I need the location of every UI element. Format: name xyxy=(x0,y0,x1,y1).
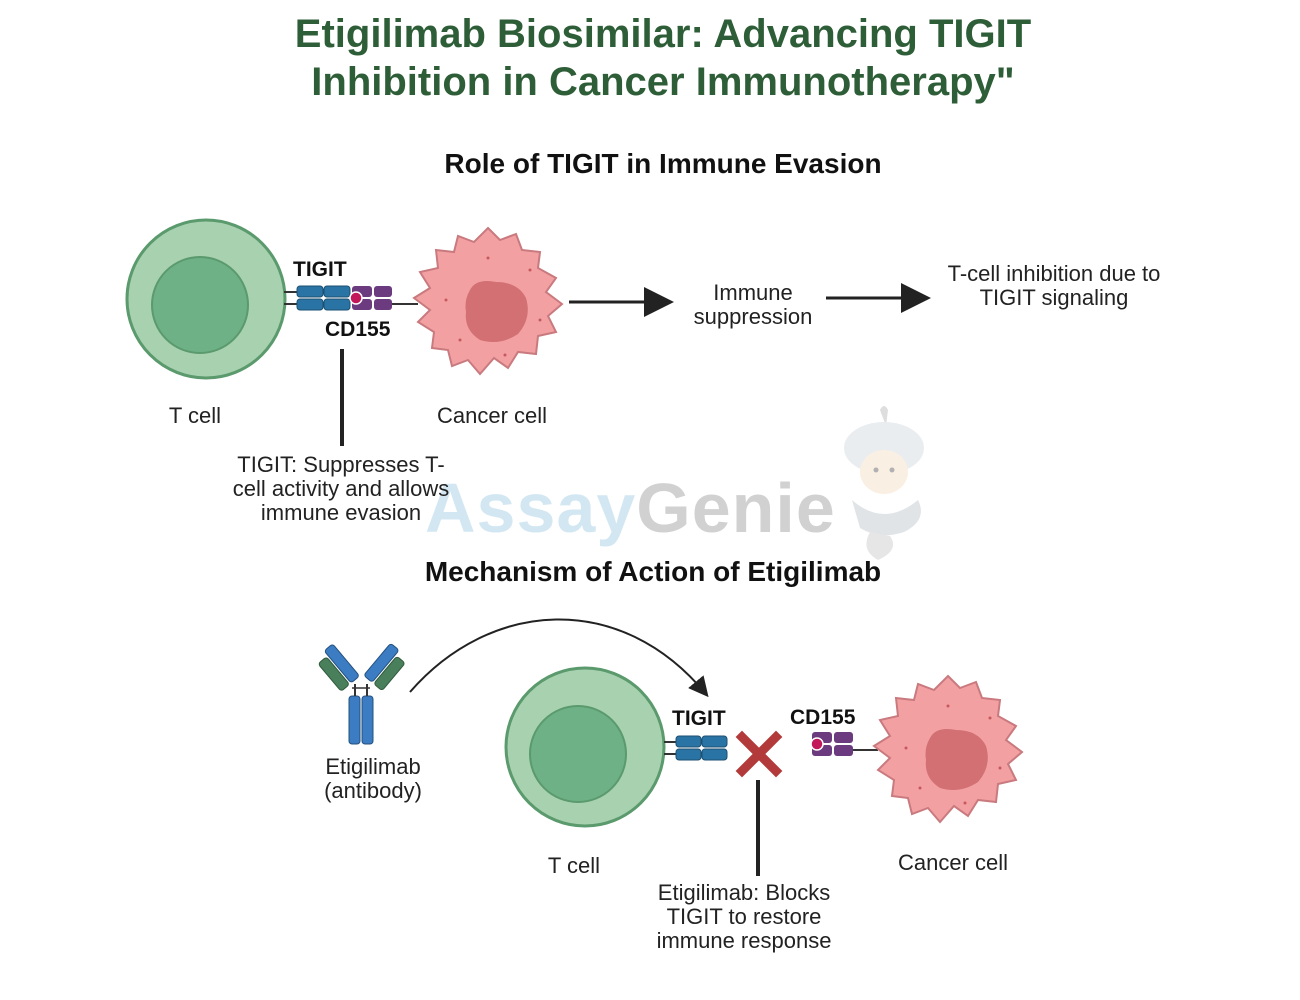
s2-cd155-label: CD155 xyxy=(790,706,856,729)
s1-callout-line-1: TIGIT: Suppresses T- xyxy=(237,452,445,477)
s2-tigit-label: TIGIT xyxy=(672,707,726,730)
s2-antibody-label-line-2: (antibody) xyxy=(324,778,422,803)
s1-cancer-cell xyxy=(412,226,564,376)
s1-immune-suppression-line-2: suppression xyxy=(693,304,813,329)
s1-immune-suppression-text: Immune suppression xyxy=(668,281,838,329)
genie-mascot-icon xyxy=(844,406,924,560)
s1-tcell-label: T cell xyxy=(168,403,222,428)
s2-antibody-label-line-1: Etigilimab xyxy=(325,754,421,779)
main-title: Etigilimab Biosimilar: Advancing TIGIT I… xyxy=(0,10,1300,106)
s1-callout-text: TIGIT: Suppresses T- cell activity and a… xyxy=(206,453,476,525)
watermark-part-2: Genie xyxy=(636,469,836,547)
s1-t-cell xyxy=(125,218,287,380)
s1-tcell-inhibition-text: T-cell inhibition due to TIGIT signaling xyxy=(928,262,1180,310)
s2-tigit-receptor-icon xyxy=(664,735,728,761)
s2-tcell-label: T cell xyxy=(547,853,601,878)
title-line-1: Etigilimab Biosimilar: Advancing TIGIT xyxy=(294,12,1032,56)
s1-callout-line-3: immune evasion xyxy=(260,500,422,525)
watermark-part-1: Assay xyxy=(425,469,637,547)
section1-title: Role of TIGIT in Immune Evasion xyxy=(444,148,882,179)
section2-title: Mechanism of Action of Etigilimab xyxy=(424,556,882,587)
s1-tcell-inhibition-line-2: TIGIT signaling xyxy=(979,285,1129,310)
title-line-2: Inhibition in Cancer Immunotherapy" xyxy=(311,60,1015,104)
s2-etigilimab-antibody-icon xyxy=(318,643,405,745)
s1-tigit-label: TIGIT xyxy=(293,258,347,281)
s1-tigit-receptor-icon xyxy=(284,285,351,311)
s1-cd155-label: CD155 xyxy=(325,318,391,341)
s2-callout-line-3: immune response xyxy=(656,928,832,953)
s2-block-x-icon xyxy=(735,730,783,778)
s1-cd155-ligand-icon xyxy=(349,286,418,310)
s2-cd155-ligand-icon xyxy=(810,732,878,756)
s2-curved-arrow xyxy=(409,618,709,698)
s1-tcell-inhibition-line-1: T-cell inhibition due to xyxy=(947,261,1161,286)
s2-t-cell xyxy=(504,666,666,828)
s2-callout-line-2: TIGIT to restore xyxy=(666,904,822,929)
s2-antibody-label: Etigilimab (antibody) xyxy=(298,755,448,803)
s1-callout-line-2: cell activity and allows xyxy=(232,476,450,501)
s1-cancer-cell-label: Cancer cell xyxy=(436,403,548,428)
s2-callout-text: Etigilimab: Blocks TIGIT to restore immu… xyxy=(624,881,864,953)
assaygenie-watermark: AssayGenie xyxy=(425,468,836,548)
s2-callout-line-1: Etigilimab: Blocks xyxy=(657,880,831,905)
s2-cancer-cell xyxy=(872,674,1024,824)
s1-immune-suppression-line-1: Immune xyxy=(713,280,793,305)
s2-cancer-cell-label: Cancer cell xyxy=(897,850,1009,875)
